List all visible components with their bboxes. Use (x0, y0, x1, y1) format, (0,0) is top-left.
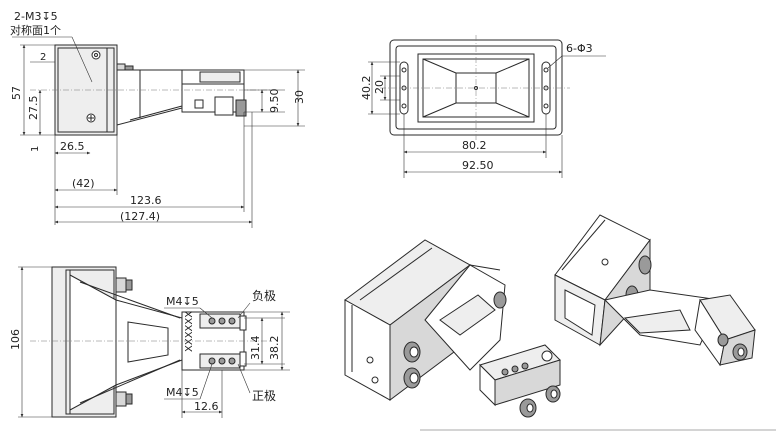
dim-31-4: 31.4 (249, 336, 262, 361)
dim-80-2: 80.2 (462, 139, 487, 152)
dim-12-6: 12.6 (194, 400, 219, 413)
dim-123-6: 123.6 (130, 194, 162, 207)
fitting (115, 391, 127, 407)
dim-20: 20 (373, 80, 386, 94)
dim-38-2: 38.2 (268, 336, 281, 361)
dim-40-2: 40.2 (360, 76, 373, 101)
side-view: 2-M3↧5 对称面1个 2 57 27.5 1 26.5 (42) 123.6… (10, 10, 306, 228)
dim-127-4: (127.4) (120, 210, 160, 223)
dim-2: 2 (40, 52, 46, 63)
dim-30: 30 (293, 90, 306, 104)
dim-106: 106 (9, 329, 22, 350)
fitting (638, 255, 652, 275)
front-view: 6-Φ3 40.2 20 80.2 92.50 (360, 35, 606, 178)
callout-symmetric: 对称面1个 (10, 23, 61, 37)
callout-thread: 2-M3↧5 (14, 10, 58, 23)
callout-thread-top: M4↧5 (166, 295, 199, 308)
isometric-view-front (344, 239, 561, 418)
label-positive: 正极 (252, 389, 276, 403)
fitting (493, 291, 507, 309)
dim-42: (42) (72, 177, 95, 190)
dim-92-50: 92.50 (462, 159, 494, 172)
dim-57: 57 (10, 86, 23, 100)
fitting (115, 277, 127, 293)
side-wedge (116, 69, 183, 126)
part-label: XXXXXX (184, 311, 195, 352)
dim-1: 1 (30, 146, 41, 152)
dim-27-5: 27.5 (27, 96, 40, 121)
dim-9-50: 9.50 (268, 89, 281, 114)
label-negative: 负极 (252, 289, 276, 303)
isometric-view-rear (554, 214, 756, 367)
callout-thread-bottom: M4↧5 (166, 386, 199, 399)
screw-icon (91, 50, 101, 60)
fitting (717, 333, 729, 347)
dim-26-5: 26.5 (60, 140, 85, 153)
callout-holes: 6-Φ3 (566, 42, 593, 55)
top-view: XXXXXX 106 M4↧5 M4↧5 负极 正极 31.4 38.2 1 (9, 266, 290, 418)
